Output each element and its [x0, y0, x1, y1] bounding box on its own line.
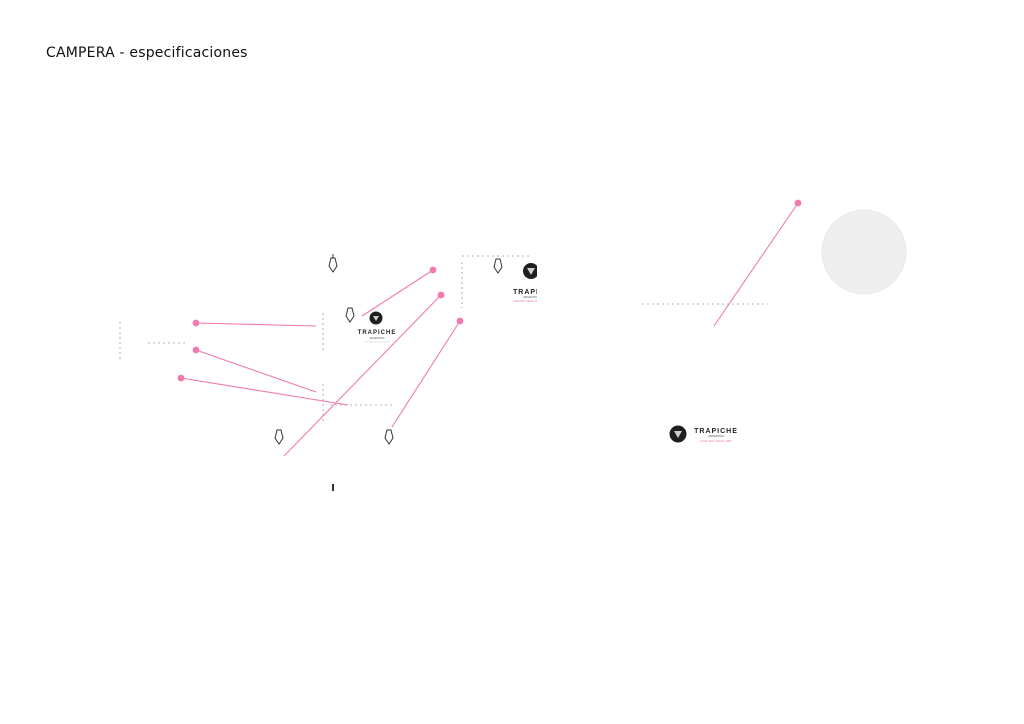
detail-logo-sub: ARGENTINA: [708, 434, 724, 438]
chest-logo-brand: TRAPICHE: [358, 330, 397, 336]
callout-line-5: [283, 294, 442, 457]
zipper-pull-icon: [274, 429, 284, 445]
callout-dot-4: [429, 266, 437, 274]
callout-dot-1: [192, 319, 200, 327]
front-guide-lines: [119, 255, 530, 422]
back-logo-sub: ARGENTINA: [523, 295, 541, 299]
fabric-swatch-icon: [821, 209, 907, 295]
zipper-pull-icon: [328, 254, 338, 273]
callout-line-4: [361, 269, 434, 317]
callout-line-1: [195, 322, 317, 327]
zipper-bottom-stop: [332, 484, 334, 491]
chest-logo: TRAPICHE ARGENTINA: [358, 311, 397, 343]
callout-dot-3: [177, 374, 185, 382]
detail-logo-tagline: CRAFTED SINCE 1883: [700, 439, 732, 443]
callout-line-2: [195, 349, 317, 393]
callout-dot-6: [456, 317, 464, 325]
detail-view: TRAPICHE ARGENTINA CRAFTED SINCE 1883: [642, 209, 907, 443]
emblem-mark: [373, 316, 379, 321]
callout-line-3: [180, 377, 349, 406]
detail-logo: TRAPICHE ARGENTINA CRAFTED SINCE 1883: [669, 425, 738, 443]
page-title: CAMPERA - especificaciones: [46, 45, 248, 61]
front-view: TRAPICHE ARGENTINA TRAPICHE ARGENTINA CR…: [119, 254, 557, 491]
callout-dot-5: [437, 291, 445, 299]
detail-logo-brand: TRAPICHE: [694, 428, 738, 435]
callout-line-6: [391, 320, 461, 428]
callout-line-7: [713, 202, 799, 327]
emblem-mark: [674, 431, 682, 438]
emblem-mark: [527, 268, 535, 275]
callout-dot-7: [794, 199, 802, 207]
back-logo-brand: TRAPICHE: [513, 289, 557, 296]
zipper-pull-icon: [345, 307, 355, 323]
callouts: [177, 199, 802, 457]
back-logo: TRAPICHE ARGENTINA CRAFTED SINCE 1883: [513, 263, 557, 303]
chest-logo-sub: ARGENTINA: [369, 336, 384, 340]
zipper-pull-icon: [493, 258, 503, 274]
back-logo-tagline: CRAFTED SINCE 1883: [513, 299, 541, 303]
zipper-pull-icon: [384, 429, 394, 445]
callout-dot-2: [192, 346, 200, 354]
